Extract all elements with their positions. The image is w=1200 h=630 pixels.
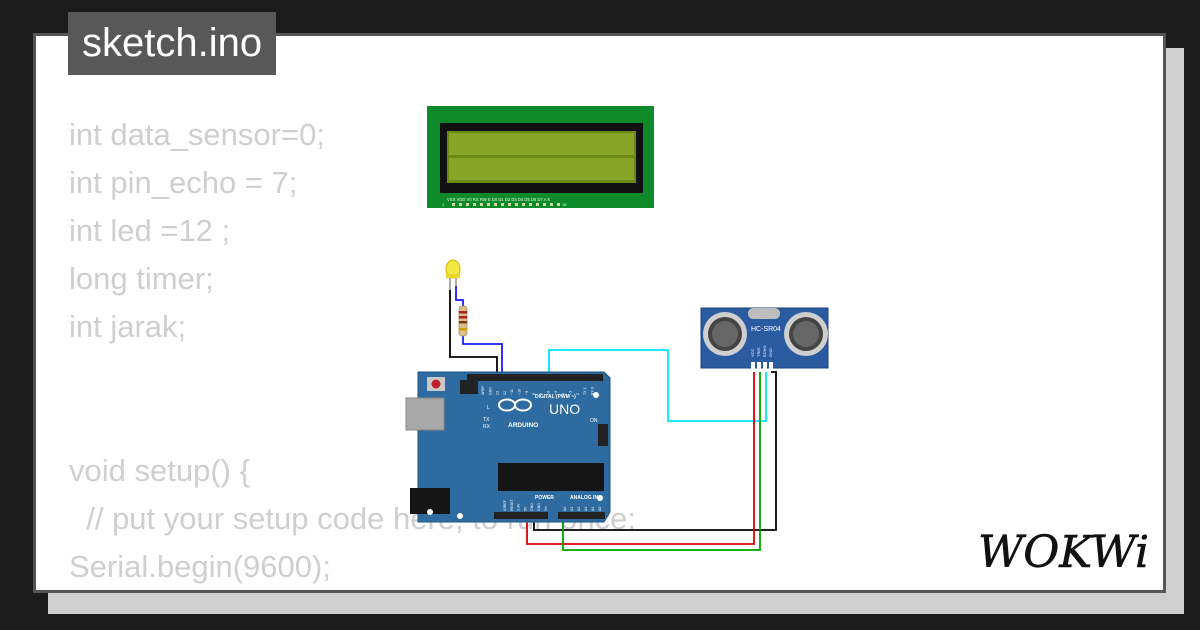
digital-pin-label: 4 — [561, 393, 565, 395]
power-pin-label: Vin — [544, 506, 548, 511]
resistor[interactable] — [458, 305, 468, 337]
digital-pin-label: 7 — [539, 393, 543, 395]
analog-label: ANALOG IN — [570, 495, 598, 501]
digital-pin-label: AREF — [481, 385, 485, 395]
digital-pin-label: 12 — [503, 391, 507, 395]
lcd-last-pin: 16 — [562, 202, 567, 207]
digital-pin-label: ~5 — [554, 391, 558, 395]
digital-pin-label: 2 — [576, 393, 580, 395]
code-line: int jarak; — [69, 309, 187, 344]
l-led-label: L — [487, 405, 490, 411]
led-ground-wire — [449, 290, 498, 378]
analog-pin-label: A1 — [570, 507, 574, 511]
lcd-display[interactable]: VSS VDD V0 RS RW E D0 D1 D2 D3 D4 D5 D6 … — [427, 106, 654, 208]
lcd-pins — [452, 203, 560, 206]
digital-pin-label: ~6 — [547, 391, 551, 395]
digital-pin-label: 8 — [532, 393, 536, 395]
digital-pin-label: RX 0 — [591, 387, 595, 395]
rx-label: RX — [483, 424, 491, 430]
digital-pin-label: 13 — [496, 391, 500, 395]
led-signal-wire — [455, 286, 464, 306]
code-line: Serial.begin(9600); — [69, 549, 331, 584]
tx-label: TX — [483, 417, 490, 423]
sensor-pin-echo: ECHO — [762, 345, 767, 357]
power-pin-label: RESET — [510, 498, 514, 511]
power-pin-label: IOREF — [503, 499, 507, 511]
wokwi-logo: WOKWi — [978, 527, 1150, 579]
sensor-pin-vcc: VCC — [750, 348, 755, 357]
sensor-vcc-wire — [526, 372, 755, 545]
digital-pin-label: ~9 — [525, 391, 529, 395]
arduino-model: UNO — [549, 401, 580, 417]
digital-pin-label: ~11 — [510, 389, 514, 395]
digital-pin-label: ~3 — [569, 391, 573, 395]
file-title: sketch.ino — [68, 12, 277, 75]
power-pin-label: GND — [530, 503, 534, 511]
digital-pin-label: TX 1 — [583, 387, 587, 395]
trig-wire — [548, 349, 767, 422]
sensor-gnd-wire — [533, 371, 777, 531]
wokwi-logo-text: WOKWi — [978, 527, 1149, 578]
resistor-to-pin-wire — [462, 336, 503, 378]
digital-pin-label: ~10 — [518, 389, 522, 395]
sensor-pin-trig: TRIG — [756, 347, 761, 357]
code-line: int led =12 ; — [69, 213, 231, 248]
sensor-label: HC-SR04 — [751, 326, 781, 333]
digital-pin-label: GND — [488, 387, 492, 395]
arduino-brand: ARDUINO — [508, 422, 538, 429]
power-label: POWER — [535, 495, 554, 501]
code-line: int pin_echo = 7; — [69, 165, 298, 200]
code-line: void setup() { — [69, 453, 250, 488]
ultrasonic-sensor[interactable]: HC-SR04 VCC TRIG ECHO GND — [700, 307, 829, 372]
power-pin-label: 3.3V — [517, 503, 521, 511]
yellow-led[interactable] — [445, 259, 461, 290]
code-line: int data_sensor=0; — [69, 117, 325, 152]
arduino-uno[interactable]: UNO ARDUINO DIGITAL (PWM ~) POWER ANALOG… — [405, 371, 611, 523]
analog-pin-label: A5 — [598, 507, 602, 511]
digital-label: DIGITAL (PWM ~) — [535, 394, 576, 400]
lcd-first-pin: 1 — [442, 202, 445, 207]
sensor-pin-gnd: GND — [768, 348, 773, 357]
analog-pin-label: A0 — [563, 507, 567, 511]
power-pin-label: 5V — [523, 506, 527, 511]
analog-pin-label: A3 — [584, 507, 588, 511]
analog-pin-label: A4 — [591, 507, 595, 511]
code-line: long timer; — [69, 261, 214, 296]
lcd-pin-labels: VSS VDD V0 RS RW E D0 D1 D2 D3 D4 D5 D6 … — [447, 197, 550, 202]
power-pin-label: GND — [537, 503, 541, 511]
on-label: ON — [590, 418, 598, 424]
echo-wire — [562, 372, 761, 551]
analog-pin-label: A2 — [577, 507, 581, 511]
